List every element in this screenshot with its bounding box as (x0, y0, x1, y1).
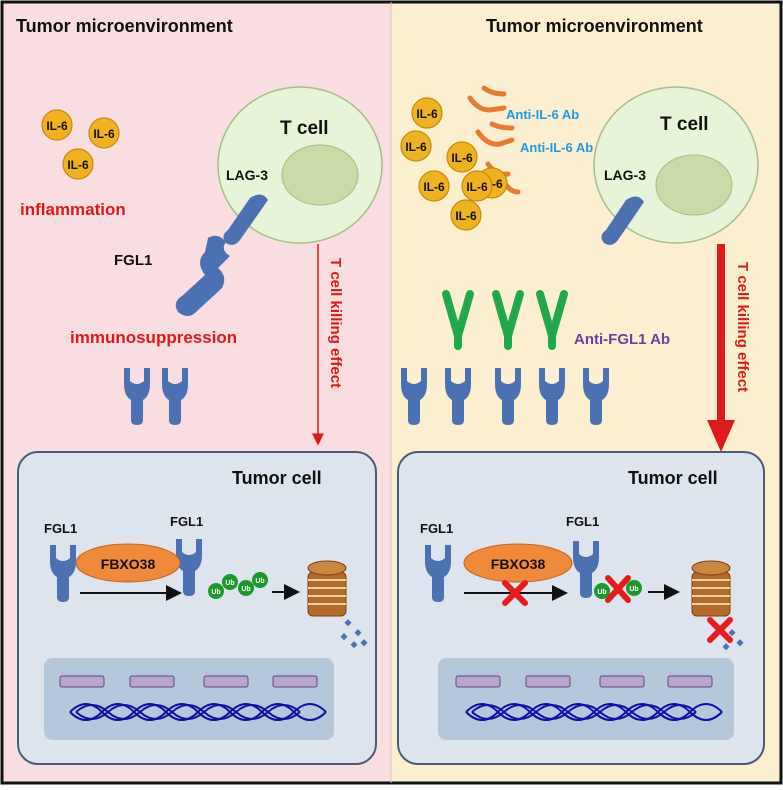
right-lag3-label: LAG-3 (604, 167, 646, 183)
immunosuppression-label: immunosuppression (70, 328, 237, 347)
il6-label: IL-6 (423, 180, 445, 194)
il6-cytokine-icon: IL-6 (88, 117, 120, 149)
il6-cytokine-icon: IL-6 (446, 141, 478, 173)
anti-il6-label: Anti-IL-6 Ab (506, 107, 579, 122)
dna-helix-icon (465, 703, 723, 721)
anti-fgl1-label: Anti-FGL1 Ab (574, 331, 670, 348)
left-fgl1-a-label: FGL1 (44, 521, 77, 536)
left-tcell-label: T cell (280, 118, 329, 139)
right-panel-title: Tumor microenvironment (486, 16, 703, 36)
ubiquitin-icon (208, 572, 268, 599)
ub-label: Ub (241, 586, 250, 593)
il6-label: IL-6 (451, 151, 473, 165)
fbxo38-icon (463, 543, 573, 583)
il6-label: IL-6 (67, 158, 89, 172)
fgl1-ligand-icon (175, 235, 230, 316)
il6-cytokine-icon: IL-6 (400, 130, 432, 162)
il6-cytokine-icon: IL-6 (411, 97, 443, 129)
lag3-receptor-icon (223, 194, 268, 245)
left-fbxo38-label: FBXO38 (101, 556, 156, 572)
il6-label: IL-6 (416, 107, 438, 121)
right-killing-label: T cell killing effect (734, 262, 751, 392)
antibody-icon (467, 85, 507, 113)
proteasome-icon (307, 560, 347, 617)
block-x-icon (605, 575, 631, 603)
ub-label: Ub (225, 580, 234, 587)
ub-label: Ub (597, 589, 606, 596)
il6-label: IL-6 (93, 127, 115, 141)
ub-label: Ub (629, 586, 638, 593)
right-fbxo38-label: FBXO38 (491, 556, 546, 572)
block-x-icon (707, 617, 733, 643)
peptide-fragments (722, 629, 744, 651)
antibody-icon (442, 290, 474, 351)
il6-label: IL-6 (405, 140, 427, 154)
fbxo38-icon (75, 543, 181, 583)
left-panel-title: Tumor microenvironment (16, 16, 233, 36)
gene-rect-icon (455, 675, 713, 688)
right-fgl1-b-label: FGL1 (566, 514, 599, 529)
inflammation-label: inflammation (20, 200, 126, 219)
il6-cytokine-icon: IL-6 (418, 170, 450, 202)
block-x-icon (502, 580, 528, 606)
il6-label: IL-6 (46, 119, 68, 133)
il6-label: IL-6 (466, 180, 488, 194)
left-fgl1-label: FGL1 (114, 252, 152, 269)
il6-cytokine-icon: IL-6 (41, 109, 73, 141)
ub-label: Ub (211, 589, 220, 596)
left-nucleus (44, 658, 334, 740)
left-fgl1-b-label: FGL1 (170, 514, 203, 529)
right-tcell-label: T cell (660, 114, 709, 135)
il6-label: IL-6 (455, 209, 477, 223)
gene-rect-icon (59, 675, 318, 688)
il6-cytokine-icon: IL-6 (62, 148, 94, 180)
right-nucleus (438, 658, 734, 740)
dna-helix-icon (69, 703, 327, 721)
antibody-icon (536, 290, 568, 351)
il6-cytokine-icon: IL-6 (450, 199, 482, 231)
peptide-fragments (340, 619, 368, 649)
lag3-receptor-icon (601, 196, 644, 245)
left-killing-label: T cell killing effect (327, 258, 344, 388)
antibody-icon (492, 290, 524, 351)
il6-cytokine-icon: IL-6 (461, 170, 493, 202)
proteasome-icon (691, 560, 731, 617)
antibody-icon (475, 121, 515, 147)
left-lag3-label: LAG-3 (226, 167, 268, 183)
right-fgl1-a-label: FGL1 (420, 521, 453, 536)
ub-label: Ub (255, 578, 264, 585)
right-killing-arrow (707, 244, 735, 452)
anti-il6-label: Anti-IL-6 Ab (520, 140, 593, 155)
ubiquitin-icon (594, 580, 642, 599)
left-tumor-cell-label: Tumor cell (232, 468, 322, 488)
right-tumor-cell-label: Tumor cell (628, 468, 718, 488)
